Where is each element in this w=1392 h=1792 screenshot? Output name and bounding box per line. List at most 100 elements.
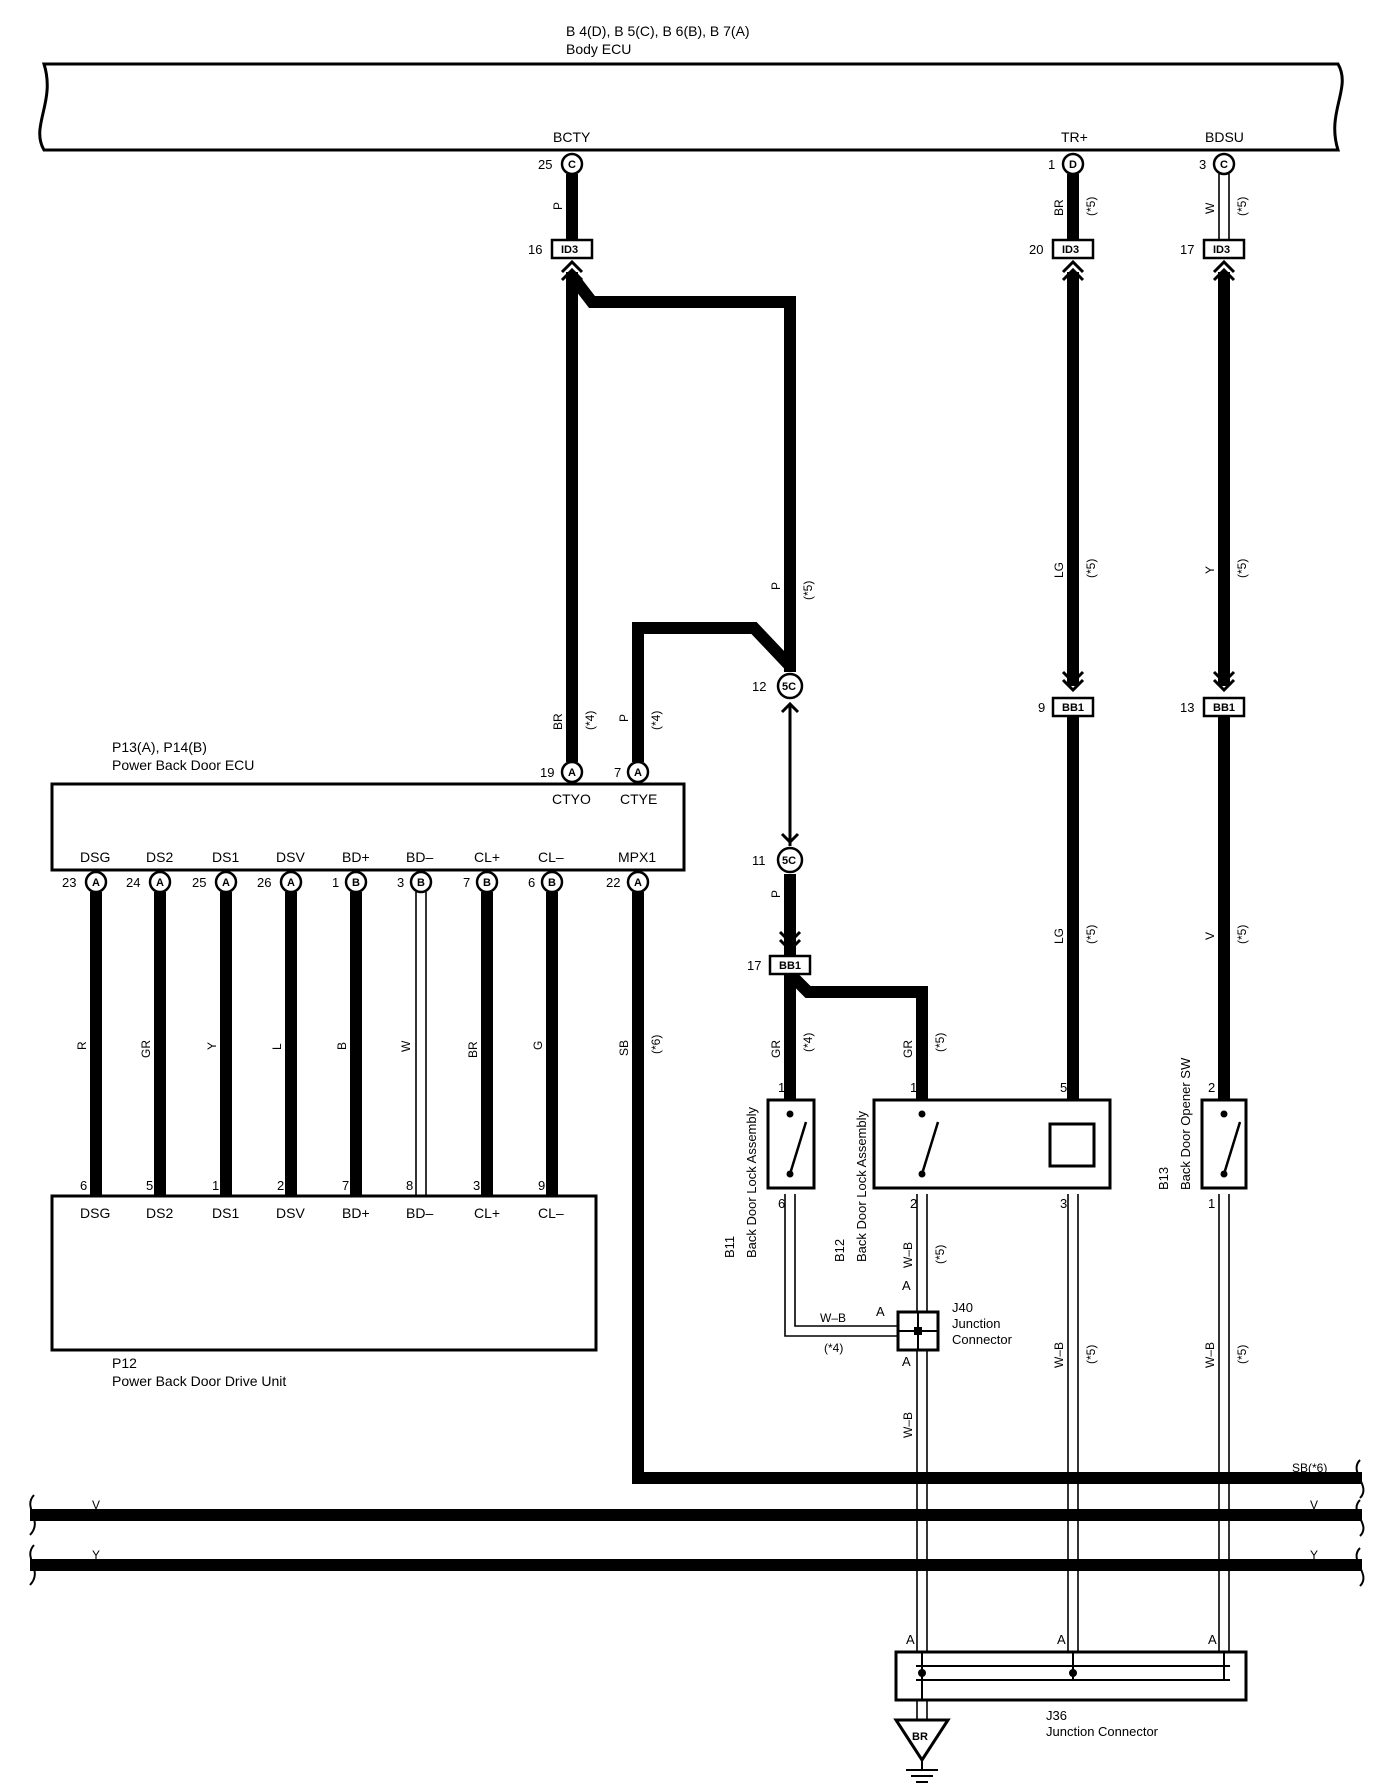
conn-b-badge: B — [483, 877, 491, 889]
wire-label-g: G — [531, 1041, 545, 1050]
drive-label-ds2: DS2 — [146, 1205, 173, 1221]
j40-pin-a: A — [876, 1304, 885, 1319]
j40-pin-a: A — [902, 1354, 911, 1369]
b12-pin-3: 3 — [1060, 1196, 1067, 1211]
j40-pin-a: A — [902, 1278, 911, 1293]
drive-label-bdminus: BD– — [406, 1205, 433, 1221]
wire-ctye-p — [632, 622, 795, 762]
wire-label-p: P — [769, 582, 783, 590]
b13-pin-2: 2 — [1208, 1080, 1215, 1095]
pin-7: 7 — [614, 765, 621, 780]
pin-1: 1 — [1048, 157, 1055, 172]
wire-label-lg: LG — [1052, 928, 1066, 944]
b11-back-door-lock-assembly: 1 6 B11 Back Door Lock Assembly — [722, 1080, 816, 1258]
conn-b-badge: B — [352, 877, 360, 889]
id3-connectors: ID3 16 ID3 20 ID3 17 — [528, 238, 1246, 282]
wire-label-p: P — [617, 714, 631, 722]
drive-label-clminus: CL– — [538, 1205, 564, 1221]
pbd-ecu-bottom-terminals: A 23 A 24 A 25 A 26 B 1 B 3 B 7 B 6 A 22 — [62, 870, 650, 894]
wire-label-br: BR — [466, 1041, 480, 1058]
drive-label-ds1: DS1 — [212, 1205, 239, 1221]
note-5: (*5) — [1235, 197, 1249, 216]
pin-1: 1 — [332, 875, 339, 890]
b13-back-door-opener-sw: 2 1 B13 Back Door Opener SW — [1156, 1057, 1248, 1211]
wire-label-b: B — [335, 1042, 349, 1050]
wire-label-wb: W–B — [1203, 1342, 1217, 1368]
body-ecu-terminals: C 25 D 1 C 3 — [538, 152, 1236, 176]
wire-label-w: W — [1203, 202, 1217, 214]
conn-a-badge: A — [634, 767, 642, 779]
ground-symbol: BR — [893, 1718, 951, 1783]
j36-pin-a: A — [1057, 1632, 1066, 1647]
note-4: (*4) — [801, 1033, 815, 1052]
bb1-label: BB1 — [779, 960, 801, 972]
terminal-label-clplus: CL+ — [474, 849, 500, 865]
note-5: (*5) — [933, 1245, 947, 1264]
conn-c-badge: C — [568, 159, 576, 171]
b12-pin-1: 1 — [910, 1080, 917, 1095]
wire-label-br: BR — [551, 713, 565, 730]
conn-a-badge: A — [287, 877, 295, 889]
drive-pin-8: 8 — [406, 1178, 413, 1193]
note-5: (*5) — [1084, 925, 1098, 944]
wire-labels: P BR (*4) P (*4) P (*5) P GR (*4) GR (*5… — [75, 197, 1327, 1562]
body-ecu-title: B 4(D), B 5(C), B 6(B), B 7(A) — [566, 23, 750, 39]
wire-label-wb: W–B — [1052, 1342, 1066, 1368]
bus-label-v: V — [1310, 1498, 1318, 1512]
j36-name: Junction Connector — [1046, 1724, 1159, 1739]
wire-label-br: BR — [1052, 199, 1066, 216]
terminal-label-ctye: CTYE — [620, 791, 657, 807]
terminal-label-bcty: BCTY — [553, 129, 591, 145]
note-5: (*5) — [1235, 559, 1249, 578]
wire-label-wb: W–B — [901, 1412, 915, 1438]
bb1-pin-17: 17 — [747, 958, 761, 973]
pin-26: 26 — [257, 875, 271, 890]
bb1-label: BB1 — [1062, 702, 1084, 714]
terminal-label-mpx1: MPX1 — [618, 849, 656, 865]
b11-pin-6: 6 — [778, 1196, 785, 1211]
bus-label-y: Y — [92, 1548, 100, 1562]
note-5: (*5) — [801, 581, 815, 600]
pbd-ecu-name: Power Back Door ECU — [112, 757, 254, 773]
pin-3: 3 — [1199, 157, 1206, 172]
note-5: (*5) — [1235, 1345, 1249, 1364]
j40-id: J40 — [952, 1300, 973, 1315]
ground-label: BR — [912, 1731, 928, 1743]
conn-b-badge: B — [417, 877, 425, 889]
wire-label-p: P — [551, 202, 565, 210]
conn-a-badge: A — [92, 877, 100, 889]
fivec-label: 5C — [782, 855, 796, 867]
terminal-label-bdminus: BD– — [406, 849, 433, 865]
b11-name: Back Door Lock Assembly — [744, 1106, 759, 1258]
terminal-label-dsv: DSV — [276, 849, 305, 865]
drive-label-dsg: DSG — [80, 1205, 110, 1221]
wire-mpx-sb — [632, 892, 1362, 1484]
drive-label-dsv: DSV — [276, 1205, 305, 1221]
terminal-label-clminus: CL– — [538, 849, 564, 865]
drive-label-clplus: CL+ — [474, 1205, 500, 1221]
wire-label-wb: W–B — [901, 1242, 915, 1268]
wire-label-r: R — [75, 1041, 89, 1050]
note-5: (*5) — [933, 1033, 947, 1052]
id3-label: ID3 — [1213, 244, 1230, 256]
power-back-door-drive-unit: P12 Power Back Door Drive Unit DSG DS2 D… — [50, 1178, 598, 1389]
pin-24: 24 — [126, 875, 140, 890]
id3-pin-17: 17 — [1180, 242, 1194, 257]
id3-label: ID3 — [561, 244, 578, 256]
pin-3: 3 — [397, 875, 404, 890]
drive-pin-7: 7 — [342, 1178, 349, 1193]
drive-label-bdplus: BD+ — [342, 1205, 370, 1221]
drive-unit-id: P12 — [112, 1355, 137, 1371]
note-4: (*4) — [824, 1341, 843, 1355]
fivec-label: 5C — [782, 681, 796, 693]
pin-19: 19 — [540, 765, 554, 780]
conn-d-badge: D — [1069, 159, 1077, 171]
note-5: (*5) — [1084, 197, 1098, 216]
wire-label-l: L — [270, 1043, 284, 1050]
fivec-connectors: 5C 12 5C 11 — [752, 672, 804, 874]
note-5: (*5) — [1084, 559, 1098, 578]
wire-label-sb: SB — [617, 1040, 631, 1056]
wire-label-lg: LG — [1052, 562, 1066, 578]
id3-label: ID3 — [1062, 244, 1079, 256]
